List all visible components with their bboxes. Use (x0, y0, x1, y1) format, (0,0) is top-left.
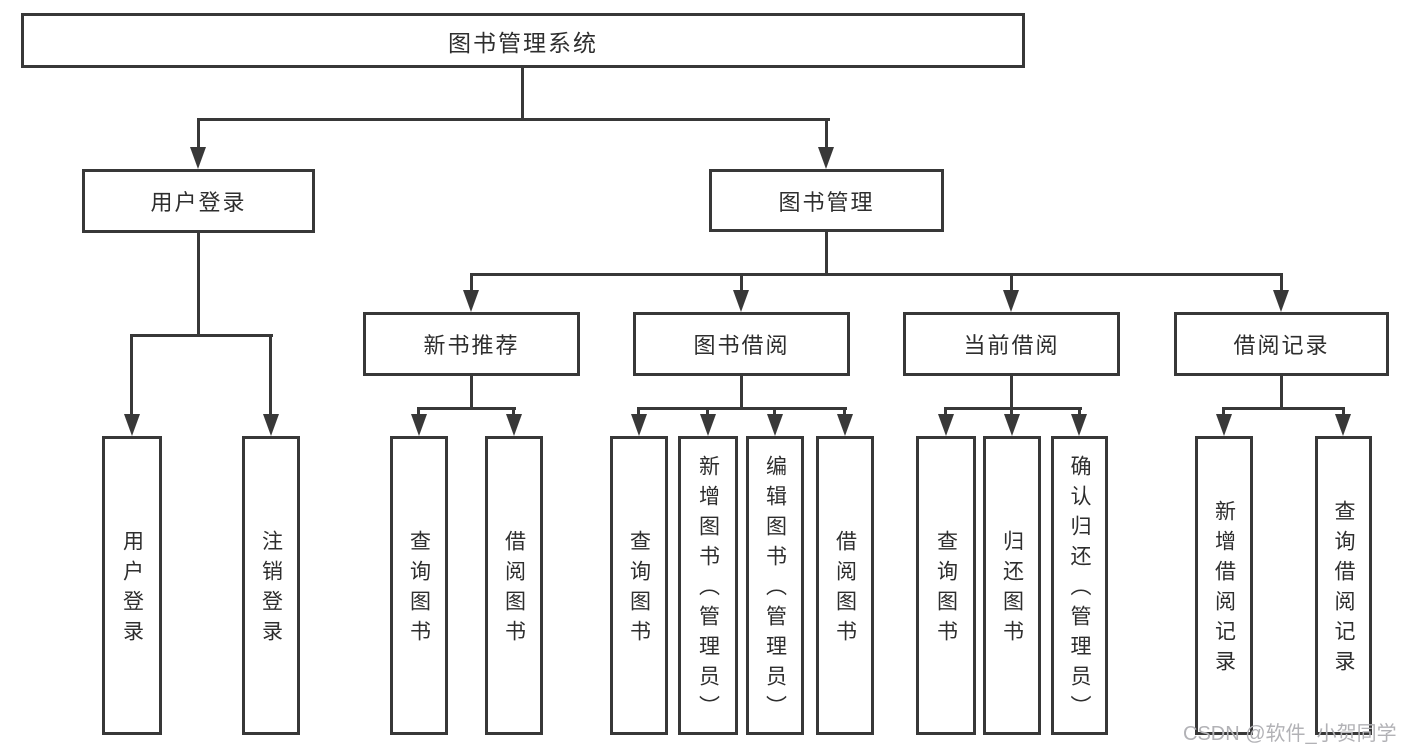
arrowhead-icon (631, 414, 647, 436)
leaf-confirm-return-admin-label: 确认归还（管理员） (1068, 455, 1091, 725)
connector-line (197, 233, 200, 337)
arrowhead-icon (263, 414, 279, 436)
connector-line (637, 407, 847, 410)
connector-line (773, 407, 776, 417)
connector-line (130, 334, 273, 337)
arrowhead-icon (1004, 414, 1020, 436)
connector-line (706, 407, 709, 417)
leaf-query-books-borrow-label: 查询图书 (627, 530, 651, 650)
arrowhead-icon (411, 414, 427, 436)
connector-line (269, 334, 272, 416)
leaf-confirm-return-admin: 确认归还（管理员） (1051, 436, 1108, 735)
leaf-user-login-label: 用户登录 (120, 530, 144, 650)
connector-line (740, 376, 743, 410)
connector-line (417, 407, 516, 410)
connector-line (1010, 407, 1013, 417)
connector-line (1078, 407, 1081, 417)
leaf-return-books: 归还图书 (983, 436, 1041, 735)
node-user-login: 用户登录 (82, 169, 315, 233)
connector-line (637, 407, 640, 417)
leaf-logout-label: 注销登录 (259, 530, 283, 650)
node-book-borrow-label: 图书借阅 (693, 333, 790, 358)
connector-line (825, 118, 828, 149)
leaf-borrow-books: 借阅图书 (816, 436, 874, 735)
leaf-add-books-admin: 新增图书（管理员） (678, 436, 738, 735)
node-root: 图书管理系统 (21, 13, 1025, 68)
connector-line (1342, 407, 1345, 417)
arrowhead-icon (700, 414, 716, 436)
csdn-watermark: CSDN @软件_小贺同学 (1183, 723, 1397, 745)
arrowhead-icon (1003, 290, 1019, 312)
leaf-query-books-recommend: 查询图书 (390, 436, 448, 735)
arrowhead-icon (837, 414, 853, 436)
connector-line (825, 232, 828, 276)
leaf-logout: 注销登录 (242, 436, 300, 735)
leaf-edit-books-admin-label: 编辑图书（管理员） (763, 455, 787, 725)
node-borrow-records: 借阅记录 (1174, 312, 1389, 376)
leaf-user-login: 用户登录 (102, 436, 162, 735)
connector-line (470, 273, 473, 293)
leaf-add-borrow-record-label: 新增借阅记录 (1212, 500, 1236, 680)
leaf-add-borrow-record: 新增借阅记录 (1195, 436, 1253, 735)
connector-line (843, 407, 846, 417)
leaf-edit-books-admin: 编辑图书（管理员） (746, 436, 804, 735)
arrowhead-icon (1216, 414, 1232, 436)
connector-line (470, 273, 1283, 276)
leaf-borrow-books-label: 借阅图书 (833, 530, 857, 650)
arrowhead-icon (124, 414, 140, 436)
leaf-return-books-label: 归还图书 (1000, 530, 1024, 650)
leaf-query-borrow-record-label: 查询借阅记录 (1332, 500, 1355, 680)
connector-line (521, 68, 524, 120)
connector-line (1222, 407, 1225, 417)
connector-line (944, 407, 947, 417)
arrowhead-icon (733, 290, 749, 312)
leaf-query-books-current-label: 查询图书 (934, 530, 958, 650)
node-book-management: 图书管理 (709, 169, 944, 232)
arrowhead-icon (818, 147, 834, 169)
node-book-management-label: 图书管理 (778, 189, 875, 215)
connector-line (470, 376, 473, 410)
connector-line (417, 407, 420, 417)
arrowhead-icon (506, 414, 522, 436)
connector-line (1010, 273, 1013, 293)
connector-line (197, 118, 830, 121)
arrowhead-icon (767, 414, 783, 436)
connector-line (944, 407, 1082, 410)
node-new-book-recommend: 新书推荐 (363, 312, 580, 376)
arrowhead-icon (1071, 414, 1087, 436)
arrowhead-icon (1273, 290, 1289, 312)
arrowhead-icon (1335, 414, 1351, 436)
arrowhead-icon (938, 414, 954, 436)
arrowhead-icon (463, 290, 479, 312)
connector-line (1280, 273, 1283, 293)
arrowhead-icon (190, 147, 206, 169)
node-current-borrow-label: 当前借阅 (963, 333, 1060, 358)
leaf-query-books-current: 查询图书 (916, 436, 976, 735)
leaf-query-books-recommend-label: 查询图书 (407, 530, 431, 650)
node-user-login-label: 用户登录 (150, 190, 247, 215)
node-borrow-records-label: 借阅记录 (1233, 333, 1330, 358)
connector-line (197, 118, 200, 149)
connector-line (1222, 407, 1345, 410)
node-root-label: 图书管理系统 (448, 29, 598, 56)
leaf-borrow-books-recommend: 借阅图书 (485, 436, 543, 735)
connector-line (1280, 376, 1283, 410)
connector-line (130, 334, 133, 416)
node-current-borrow: 当前借阅 (903, 312, 1120, 376)
connector-line (740, 273, 743, 293)
leaf-add-books-admin-label: 新增图书（管理员） (696, 455, 720, 725)
leaf-query-books-borrow: 查询图书 (610, 436, 668, 735)
leaf-borrow-books-recommend-label: 借阅图书 (502, 530, 526, 650)
connector-line (1010, 376, 1013, 410)
leaf-query-borrow-record: 查询借阅记录 (1315, 436, 1372, 735)
node-book-borrow: 图书借阅 (633, 312, 850, 376)
node-new-book-recommend-label: 新书推荐 (423, 333, 520, 358)
connector-line (512, 407, 515, 417)
